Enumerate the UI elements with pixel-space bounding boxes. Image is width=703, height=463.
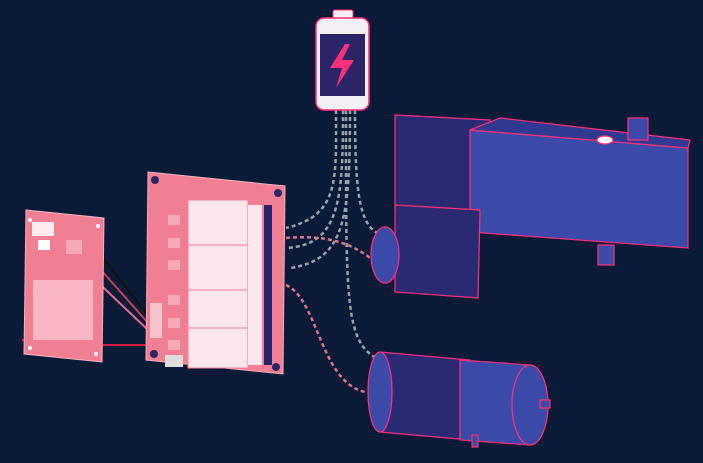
wire-battery-relay-1 (285, 109, 338, 230)
relay-3 (187, 289, 249, 329)
wire-relay-valve (285, 235, 376, 263)
esp32-board (23, 209, 105, 363)
dc-motor (367, 351, 551, 448)
relay-board (145, 171, 286, 375)
lightning-bolt-icon (330, 44, 354, 88)
terminal-block (248, 205, 262, 365)
relays (187, 199, 249, 369)
wire-battery-relay-2 (285, 109, 345, 250)
esp32-module (33, 280, 93, 340)
relay-1 (187, 199, 249, 246)
relay-4 (187, 327, 249, 369)
solenoid-valve (370, 114, 691, 299)
wires (285, 109, 386, 395)
header-pins (150, 303, 162, 338)
wire-relay-motor (285, 283, 373, 395)
wire-battery-relay-3 (289, 109, 352, 270)
wire-battery-motor (344, 109, 377, 360)
battery-icon (315, 9, 370, 111)
relay-2 (187, 244, 249, 291)
wire-black (94, 247, 151, 319)
